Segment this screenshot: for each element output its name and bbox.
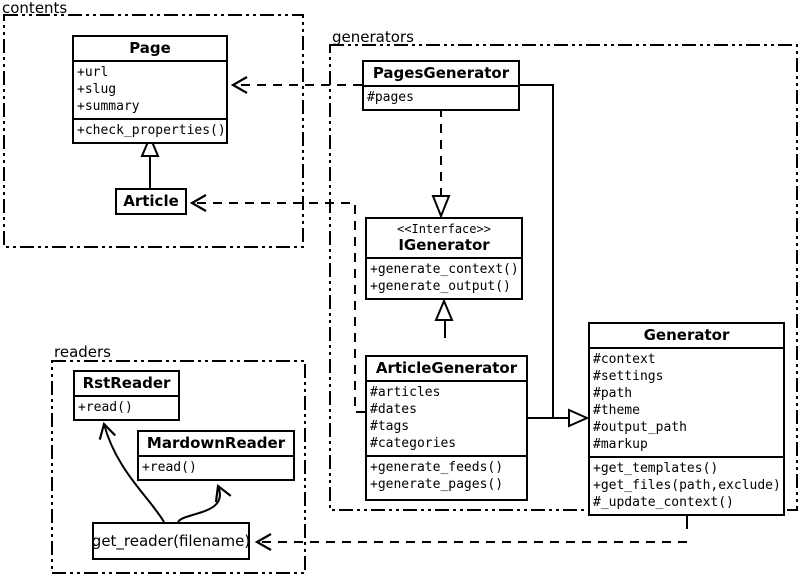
method: #_update_context() bbox=[593, 495, 734, 510]
method: +get_templates() bbox=[593, 461, 719, 476]
class-title-article: Article bbox=[123, 192, 179, 210]
articlegenerator-attributes: #articles #dates #tags #categories bbox=[367, 380, 526, 455]
attribute: #articles bbox=[370, 385, 441, 400]
method: +get_files(path,exclude) bbox=[593, 478, 781, 493]
package-border-generators bbox=[329, 44, 798, 511]
rstreader-methods: +read() bbox=[75, 395, 178, 419]
attribute: +slug bbox=[77, 82, 117, 97]
package-label-contents: contents bbox=[2, 0, 68, 17]
method: +generate_output() bbox=[370, 279, 511, 294]
class-title-generator: Generator bbox=[643, 326, 730, 344]
class-box-mardownreader: MardownReader +read() bbox=[137, 430, 295, 481]
method: +read() bbox=[78, 400, 133, 415]
attribute: #output_path bbox=[593, 420, 687, 435]
class-title-articlegenerator: ArticleGenerator bbox=[375, 359, 518, 377]
method: +check_properties() bbox=[77, 123, 226, 138]
method: +generate_pages() bbox=[370, 477, 504, 492]
generalization-article-page-triangle bbox=[140, 134, 160, 157]
attribute: #tags bbox=[370, 419, 410, 434]
method: +generate_feeds() bbox=[370, 460, 504, 475]
attribute: #categories bbox=[370, 436, 457, 451]
method: +generate_context() bbox=[370, 262, 519, 277]
dependency-articlegenerator-article bbox=[189, 194, 365, 413]
class-box-rstreader: RstReader +read() bbox=[73, 370, 180, 421]
arrow-getreader-mardownreader bbox=[177, 483, 232, 523]
attribute: #dates bbox=[370, 402, 417, 417]
package-label-generators: generators bbox=[332, 28, 414, 46]
pagesgenerator-attributes: #pages bbox=[364, 85, 518, 109]
generalization-articlegenerator-igenerator-triangle bbox=[434, 298, 454, 321]
package-border-readers bbox=[51, 360, 306, 574]
package-label-readers: readers bbox=[54, 343, 111, 361]
class-box-pagesgenerator: PagesGenerator #pages bbox=[362, 60, 520, 111]
page-attributes: +url +slug +summary bbox=[74, 60, 226, 118]
class-title-mardownreader: MardownReader bbox=[146, 434, 286, 452]
class-box-article: Article bbox=[115, 188, 187, 215]
package-border-contents bbox=[3, 14, 304, 248]
generator-methods: +get_templates() +get_files(path,exclude… bbox=[590, 456, 783, 514]
get-reader-label: get_reader(filename) bbox=[91, 532, 251, 550]
arrow-getreader-rstreader bbox=[98, 421, 165, 523]
igenerator-methods: +generate_context() +generate_output() bbox=[367, 257, 521, 298]
method: +read() bbox=[142, 460, 197, 475]
page-methods: +check_properties() bbox=[74, 118, 226, 142]
class-box-articlegenerator: ArticleGenerator #articles #dates #tags … bbox=[365, 355, 528, 501]
get-reader-box: get_reader(filename) bbox=[92, 522, 250, 560]
class-box-igenerator: <<Interface>> IGenerator +generate_conte… bbox=[365, 217, 523, 300]
attribute: #markup bbox=[593, 437, 648, 452]
class-box-generator: Generator #context #settings #path #them… bbox=[588, 322, 785, 516]
attribute: #theme bbox=[593, 403, 640, 418]
igenerator-stereotype: <<Interface>> bbox=[397, 222, 491, 236]
generalization-pagesgenerator-generator-line bbox=[520, 84, 569, 419]
realization-pagesgenerator-igenerator-triangle bbox=[431, 195, 451, 219]
mardownreader-methods: +read() bbox=[139, 455, 293, 479]
attribute: #context bbox=[593, 352, 656, 367]
generator-attributes: #context #settings #path #theme #output_… bbox=[590, 347, 783, 456]
generalization-generator-triangle bbox=[568, 408, 590, 428]
attribute: +summary bbox=[77, 99, 140, 114]
attribute: +url bbox=[77, 65, 109, 80]
class-box-page: Page +url +slug +summary +check_properti… bbox=[72, 35, 228, 144]
attribute: #settings bbox=[593, 369, 664, 384]
class-title-page: Page bbox=[129, 39, 171, 57]
class-title-igenerator: IGenerator bbox=[398, 236, 490, 254]
class-title-rstreader: RstReader bbox=[82, 374, 171, 392]
class-title-pagesgenerator: PagesGenerator bbox=[372, 64, 510, 82]
attribute: #path bbox=[593, 386, 633, 401]
articlegenerator-methods: +generate_feeds() +generate_pages() bbox=[367, 455, 526, 499]
attribute: #pages bbox=[367, 90, 414, 105]
